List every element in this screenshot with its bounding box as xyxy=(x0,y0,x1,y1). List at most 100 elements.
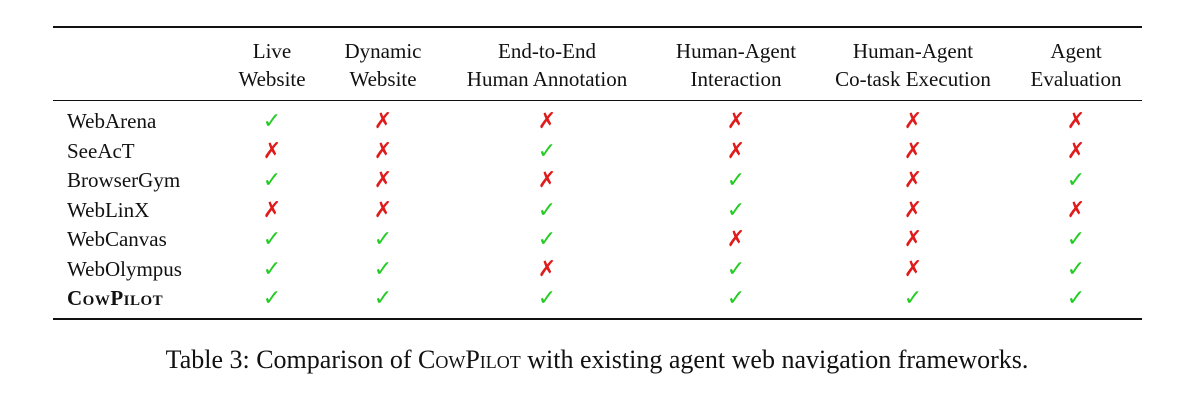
cross-mark-icon: ✗ xyxy=(262,197,282,223)
feature-cell: ✓ xyxy=(438,284,656,319)
cross-mark-icon: ✗ xyxy=(726,227,746,253)
header-cell-live-website: Live Website xyxy=(216,27,328,101)
feature-cell: ✓ xyxy=(216,166,328,196)
feature-cell: ✗ xyxy=(816,225,1010,255)
cross-mark-icon: ✗ xyxy=(373,138,393,164)
feature-cell: ✓ xyxy=(438,196,656,226)
header-line-1: Human-Agent xyxy=(852,39,974,63)
feature-cell: ✗ xyxy=(656,101,816,137)
check-mark-icon: ✓ xyxy=(726,197,746,223)
feature-cell: ✓ xyxy=(216,225,328,255)
cross-mark-icon: ✗ xyxy=(537,109,557,135)
feature-cell: ✓ xyxy=(656,255,816,285)
header-cell-system xyxy=(53,27,216,101)
header-line-2: Interaction xyxy=(690,67,782,91)
cross-mark-icon: ✗ xyxy=(262,138,282,164)
feature-cell: ✗ xyxy=(438,255,656,285)
system-name-cell: WebOlympus xyxy=(53,255,216,285)
header-line-2: Website xyxy=(238,67,306,91)
feature-cell: ✓ xyxy=(656,196,816,226)
feature-cell: ✗ xyxy=(816,101,1010,137)
cross-mark-icon: ✗ xyxy=(373,168,393,194)
header-cell-human-agent-interaction: Human-Agent Interaction xyxy=(656,27,816,101)
header-line-1: End-to-End xyxy=(498,39,596,63)
table-row: WebOlympus✓✓✗✓✗✓ xyxy=(53,255,1142,285)
caption-system-name: CowPilot xyxy=(417,345,521,374)
table-row: WebCanvas ✓ ✓ ✓ ✗ ✗ ✓ xyxy=(53,225,1142,255)
feature-cell: ✓ xyxy=(1010,284,1142,319)
cross-mark-icon: ✗ xyxy=(726,138,746,164)
check-mark-icon: ✓ xyxy=(1066,227,1086,253)
feature-cell: ✓ xyxy=(1010,255,1142,285)
check-mark-icon: ✓ xyxy=(262,109,282,135)
system-name: WebCanvas xyxy=(67,227,167,252)
check-mark-icon: ✓ xyxy=(262,286,282,312)
feature-cell: ✗ xyxy=(816,196,1010,226)
caption-suffix: with existing agent web navigation frame… xyxy=(520,345,1029,374)
header-line-1: Dynamic xyxy=(344,39,422,63)
header-line-1: Human-Agent xyxy=(675,39,797,63)
check-mark-icon: ✓ xyxy=(726,168,746,194)
check-mark-icon: ✓ xyxy=(373,227,393,253)
system-name-cell: CowPilot xyxy=(53,284,216,319)
feature-cell: ✗ xyxy=(1010,137,1142,167)
feature-cell: ✗ xyxy=(328,101,438,137)
table-body: WebArena✓✗✗✗✗✗SeeAcT✗✗✓✗✗✗BrowserGym✓✗✗✓… xyxy=(53,100,1142,319)
feature-cell: ✗ xyxy=(816,255,1010,285)
check-mark-icon: ✓ xyxy=(537,138,557,164)
comparison-table-container: Live Website Dynamic Website End-to-End … xyxy=(53,26,1142,320)
cross-mark-icon: ✗ xyxy=(537,256,557,282)
header-line-2: Website xyxy=(349,67,417,91)
table-row: WebArena ✓ ✗ ✗ ✗ ✗ ✗ xyxy=(53,101,1142,137)
cross-mark-icon: ✗ xyxy=(903,227,923,253)
feature-cell: ✓ xyxy=(438,225,656,255)
check-mark-icon: ✓ xyxy=(537,227,557,253)
comparison-table: Live Website Dynamic Website End-to-End … xyxy=(53,26,1142,320)
feature-cell: ✓ xyxy=(656,166,816,196)
feature-cell: ✗ xyxy=(1010,101,1142,137)
system-name: BrowserGym xyxy=(67,168,181,193)
system-name: SeeAcT xyxy=(67,138,135,163)
system-name-cell: SeeAcT xyxy=(53,137,216,167)
table-row: WebLinX✗✗✓✓✗✗ xyxy=(53,196,1142,226)
cross-mark-icon: ✗ xyxy=(373,109,393,135)
cross-mark-icon: ✗ xyxy=(903,168,923,194)
feature-cell: ✗ xyxy=(438,101,656,137)
feature-cell: ✓ xyxy=(216,284,328,319)
system-name: WebArena xyxy=(67,109,157,134)
table-row: CowPilot✓✓✓✓✓✓ xyxy=(53,284,1142,319)
feature-cell: ✗ xyxy=(328,196,438,226)
header-line-2: Human Annotation xyxy=(466,67,628,91)
cross-mark-icon: ✗ xyxy=(726,109,746,135)
check-mark-icon: ✓ xyxy=(726,256,746,282)
header-cell-co-task-execution: Human-Agent Co-task Execution xyxy=(816,27,1010,101)
check-mark-icon: ✓ xyxy=(262,168,282,194)
feature-cell: ✗ xyxy=(216,196,328,226)
feature-cell: ✗ xyxy=(328,137,438,167)
header-cell-agent-evaluation: Agent Evaluation xyxy=(1010,27,1142,101)
check-mark-icon: ✓ xyxy=(537,197,557,223)
cross-mark-icon: ✗ xyxy=(1066,138,1086,164)
feature-cell: ✓ xyxy=(216,101,328,137)
check-mark-icon: ✓ xyxy=(537,286,557,312)
table-row: BrowserGym✓✗✗✓✗✓ xyxy=(53,166,1142,196)
table-row: SeeAcT ✗ ✗ ✓ ✗ ✗ ✗ xyxy=(53,137,1142,167)
cross-mark-icon: ✗ xyxy=(903,138,923,164)
table-header-row: Live Website Dynamic Website End-to-End … xyxy=(53,27,1142,101)
cross-mark-icon: ✗ xyxy=(903,197,923,223)
feature-cell: ✓ xyxy=(438,137,656,167)
check-mark-icon: ✓ xyxy=(903,286,923,312)
feature-cell: ✗ xyxy=(1010,196,1142,226)
cross-mark-icon: ✗ xyxy=(537,168,557,194)
feature-cell: ✓ xyxy=(216,255,328,285)
cross-mark-icon: ✗ xyxy=(903,256,923,282)
feature-cell: ✓ xyxy=(328,225,438,255)
system-name: CowPilot xyxy=(67,286,164,311)
cross-mark-icon: ✗ xyxy=(903,109,923,135)
system-name: WebOlympus xyxy=(67,256,182,281)
feature-cell: ✗ xyxy=(816,166,1010,196)
feature-cell: ✓ xyxy=(328,284,438,319)
system-name-cell: BrowserGym xyxy=(53,166,216,196)
feature-cell: ✓ xyxy=(1010,225,1142,255)
header-cell-end-to-end-annotation: End-to-End Human Annotation xyxy=(438,27,656,101)
